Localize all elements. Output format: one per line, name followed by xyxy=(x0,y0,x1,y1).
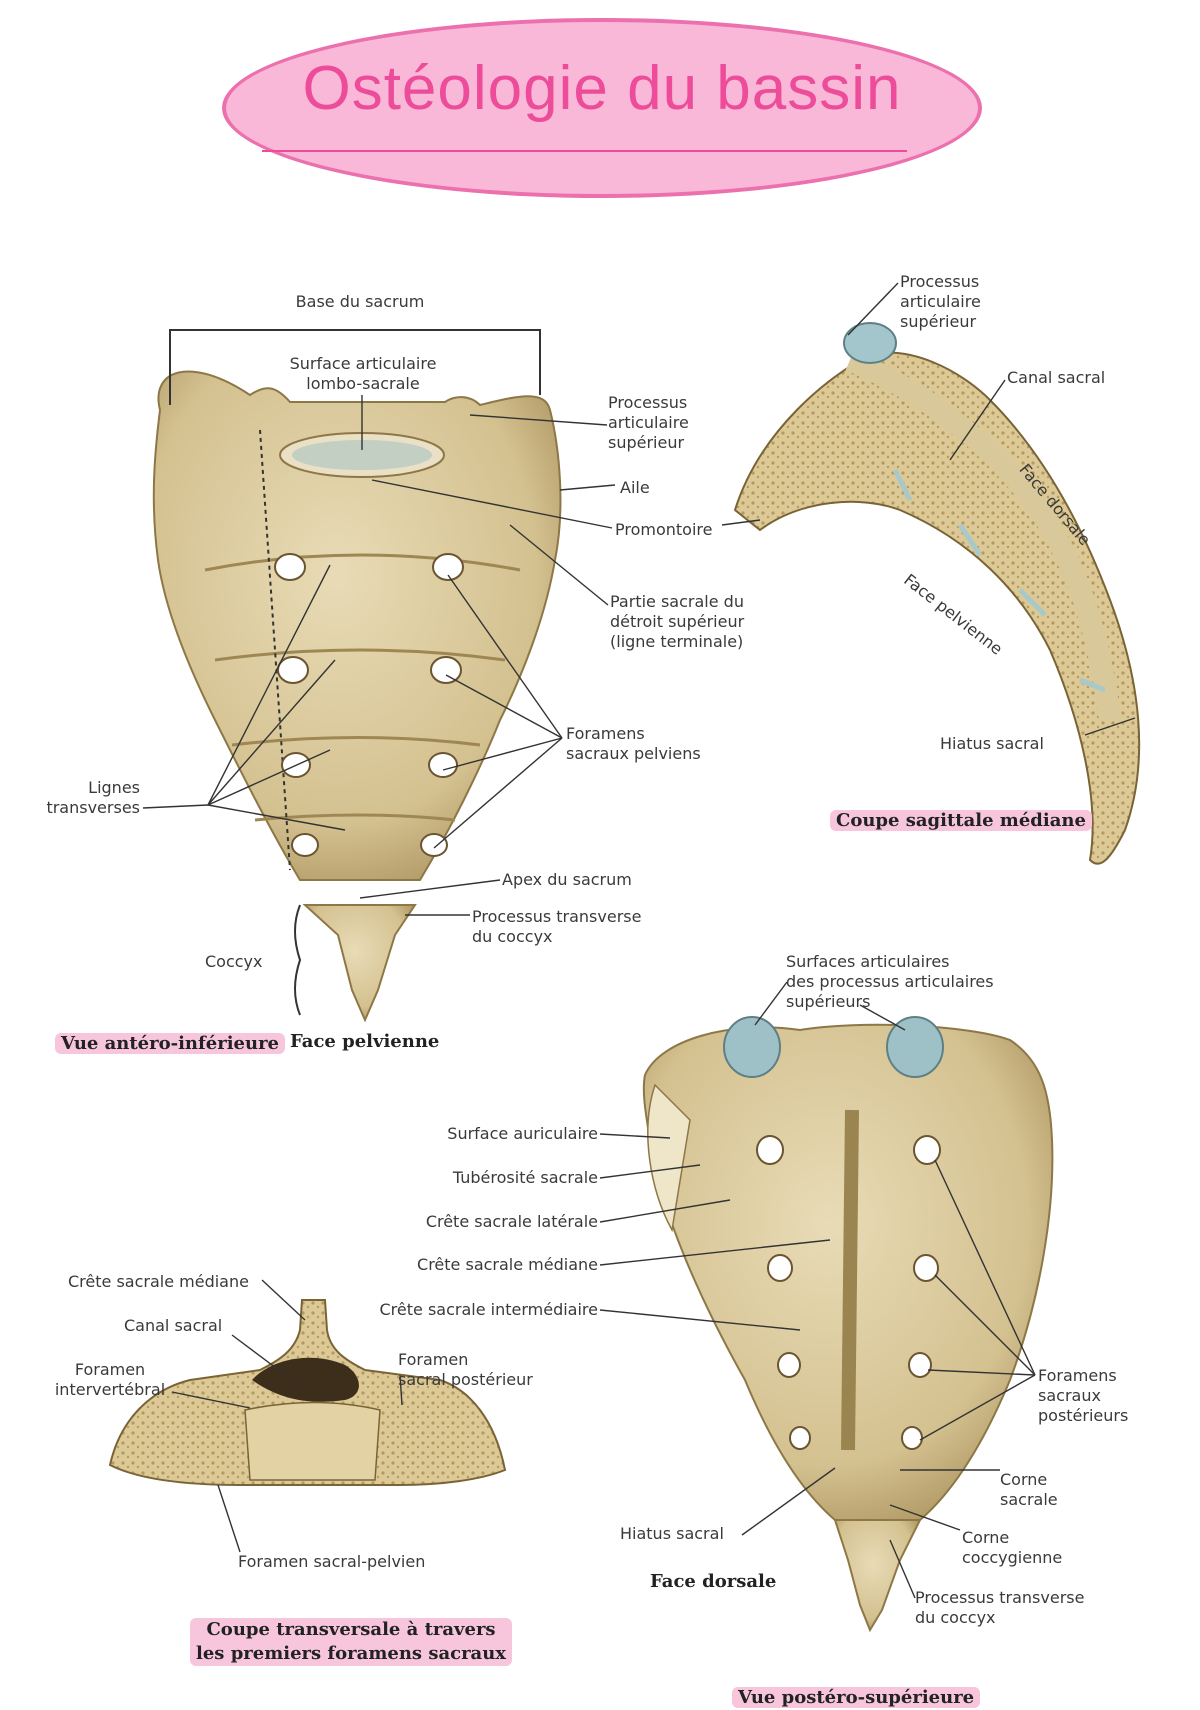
sacral-canal-band xyxy=(845,349,1121,722)
subcaption-dorsal-face: Face dorsale xyxy=(650,1571,777,1592)
label-intermediate-sacral-crest: Crête sacrale intermédiaire xyxy=(379,1300,599,1319)
posterior-coccyx xyxy=(833,1519,922,1633)
sacral-canal xyxy=(252,1357,359,1402)
label-lateral-sacral-crest: Crête sacrale latérale xyxy=(425,1212,598,1231)
sacrum-body xyxy=(152,370,562,881)
label-transverse-lines: Lignes transverses xyxy=(46,778,140,817)
subcaption-pelvic-face: Face pelvienne xyxy=(290,1031,440,1052)
caption-antero-inferior: Vue antéro-inférieure xyxy=(55,1033,286,1054)
label-posterior-median-crest: Crête sacrale médiane xyxy=(417,1255,598,1274)
caption-median-sagittal: Coupe sagittale médiane xyxy=(830,810,1092,831)
label-posterior-coccyx-process: Processus transverse du coccyx xyxy=(915,1588,1085,1627)
label-median-sacral-crest: Crête sacrale médiane xyxy=(68,1272,249,1291)
label-pelvic-foramina: Foramens sacraux pelviens xyxy=(566,724,701,763)
label-sagittal-sacral-hiatus: Hiatus sacral xyxy=(940,734,1044,753)
sagittal-bone xyxy=(733,351,1141,865)
caption-postero-wrap: Vue postéro-supérieure xyxy=(732,1662,981,1710)
label-auricular-surface: Surface auriculaire xyxy=(447,1124,598,1143)
label-coccygeal-cornu: Corne coccygienne xyxy=(962,1528,1063,1567)
label-ala: Aile xyxy=(620,478,650,497)
label-posterior-sacral-foramen: Foramen sacral postérieur xyxy=(398,1350,533,1389)
label-posterior-sacral-foramina: Foramens sacraux postérieurs xyxy=(1038,1366,1129,1425)
pelvic-foramina xyxy=(274,553,464,857)
coccyx xyxy=(302,904,417,1023)
caption-sagittal-wrap: Coupe sagittale médiane xyxy=(830,785,1092,833)
label-articular-surfaces: Surfaces articulaires des processus arti… xyxy=(786,952,994,1011)
label-transverse-sacral-canal: Canal sacral xyxy=(124,1316,223,1335)
caption-transverse-wrap: Coupe transversale à travers les premier… xyxy=(190,1594,513,1666)
caption-antero-wrap: Vue antéro-inférieure xyxy=(55,1008,286,1056)
label-intervertebral-foramen: Foramen intervertébral xyxy=(54,1360,166,1399)
label-lumbosacral-surface: Surface articulaire lombo-sacrale xyxy=(289,354,437,393)
label-posterior-sacral-hiatus: Hiatus sacral xyxy=(620,1524,724,1543)
label-coccyx-transverse-process: Processus transverse du coccyx xyxy=(472,907,642,946)
transverse-section-drawing xyxy=(108,1279,507,1553)
sagittal-section-drawing xyxy=(721,282,1141,865)
sacrum-anterior-drawing xyxy=(142,329,616,1023)
posterior-foramina xyxy=(756,1135,941,1450)
label-superior-articular-process: Processus articulaire supérieur xyxy=(608,393,689,452)
label-base-sacrum: Base du sacrum xyxy=(295,292,425,311)
label-promontory: Promontoire xyxy=(615,520,713,539)
caption-transverse-section: Coupe transversale à travers les premier… xyxy=(190,1618,513,1666)
label-linea-terminalis: Partie sacrale du détroit supérieur (lig… xyxy=(610,592,745,651)
title-banner xyxy=(222,18,982,198)
median-crest xyxy=(841,1109,859,1451)
page-title: Ostéologie du bassin xyxy=(302,54,902,123)
title-underline xyxy=(262,150,907,152)
label-coccyx: Coccyx xyxy=(205,952,263,971)
label-sacral-tuberosity: Tubérosité sacrale xyxy=(452,1168,598,1187)
label-sacral-pelvic-foramen: Foramen sacral-pelvien xyxy=(238,1552,426,1571)
label-sacral-canal: Canal sacral xyxy=(1007,368,1106,387)
label-sagittal-articular-process: Processus articulaire supérieur xyxy=(900,272,981,331)
articular-process xyxy=(843,322,897,364)
label-apex-sacrum: Apex du sacrum xyxy=(502,870,632,889)
label-sacral-cornu: Corne sacrale xyxy=(1000,1470,1058,1509)
sacrum-posterior-drawing xyxy=(599,981,1054,1633)
